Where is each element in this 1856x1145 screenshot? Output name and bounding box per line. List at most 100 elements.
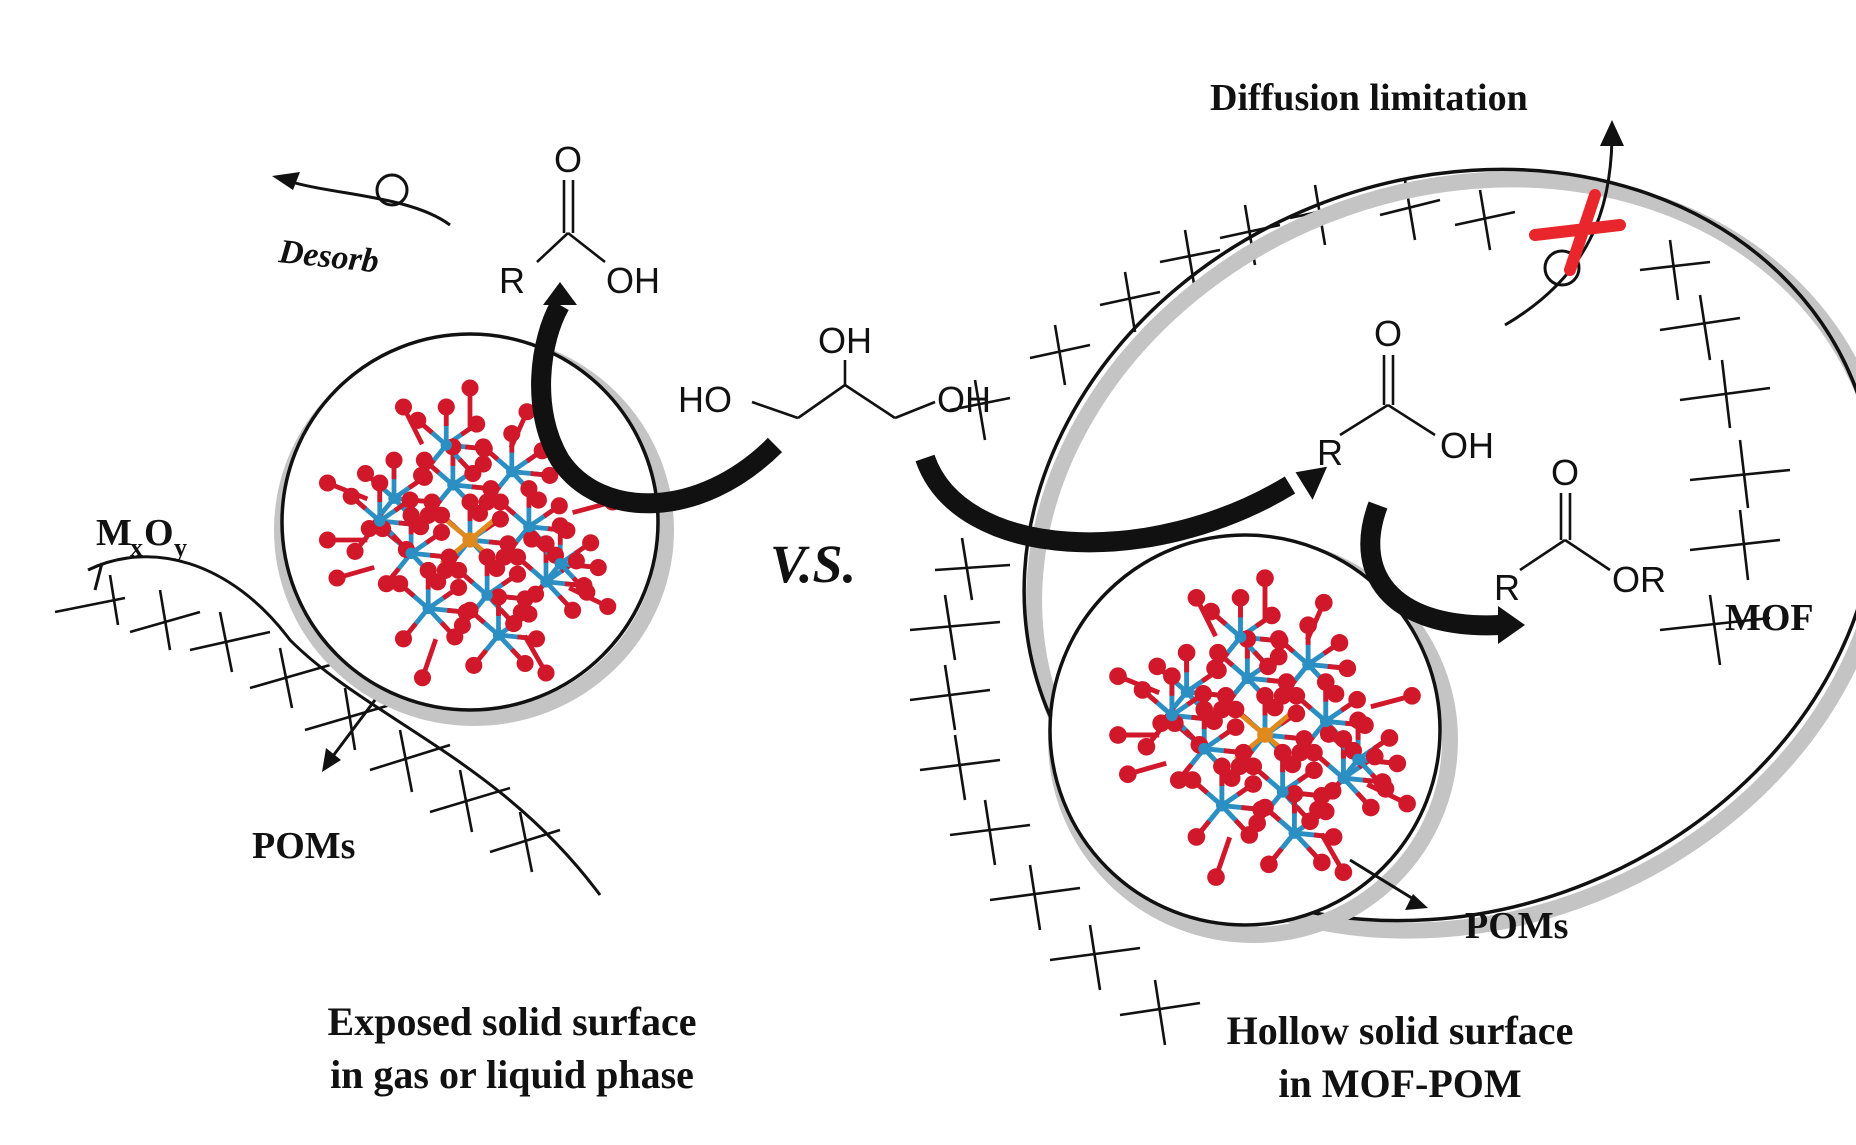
oxygen-atom	[1348, 690, 1366, 709]
mxoy-label: M x O y	[96, 512, 187, 562]
oxygen-atom	[1206, 659, 1224, 678]
ester-r: R	[1494, 567, 1520, 608]
oxygen-atom	[1388, 754, 1407, 773]
oxygen-atom	[1148, 657, 1167, 676]
oxygen-atom	[482, 480, 500, 498]
oxygen-atom	[437, 398, 455, 416]
oxygen-atom	[1299, 616, 1317, 635]
oxygen-atom	[475, 440, 493, 458]
oxygen-atom	[1334, 730, 1353, 748]
acid-to-ester-arrow	[1360, 501, 1501, 636]
oxygen-atom	[1109, 667, 1127, 686]
left-poms-arrowhead	[322, 748, 341, 772]
oxygen-atom	[450, 578, 468, 597]
metal-atom	[1319, 715, 1332, 728]
oxygen-atom	[346, 542, 364, 560]
oxygen-atom	[436, 561, 454, 579]
central-atom	[1257, 727, 1273, 743]
left-pom-cluster	[318, 379, 622, 687]
oxygen-atom	[1260, 855, 1278, 874]
oxygen-atom	[1326, 685, 1345, 703]
metal-atom	[1216, 799, 1228, 812]
oxygen-atom	[1259, 657, 1277, 676]
oxygen-atom	[1163, 667, 1181, 686]
oxygen-atom	[1291, 743, 1310, 762]
oxygen-atom	[1334, 863, 1353, 882]
central-atom	[462, 532, 478, 548]
metal-atom	[1352, 753, 1364, 766]
oxygen-atom	[1362, 798, 1380, 817]
oxygen-atom	[1316, 673, 1335, 691]
oxygen-atom	[1202, 602, 1220, 621]
glycerol-to-acid-arrowhead	[1295, 466, 1328, 500]
oxygen-atom	[1323, 782, 1342, 800]
oxygen-atom	[413, 669, 432, 687]
metal-atom	[440, 439, 452, 451]
oxygen-atom	[450, 561, 468, 579]
oxygen-atom	[1248, 814, 1266, 833]
oxygen-atom	[1230, 757, 1249, 776]
oxygen-atom	[1330, 634, 1349, 652]
metal-atom	[1288, 827, 1301, 839]
glycerol-oh-top: OH	[818, 320, 872, 361]
acid-top-oh: OH	[606, 260, 660, 301]
oxygen-atom	[356, 464, 375, 483]
oxygen-atom	[1313, 853, 1331, 872]
desorb-label: Desorb	[276, 233, 380, 280]
oxygen-atom	[1316, 802, 1335, 821]
oxygen-atom	[1194, 685, 1213, 703]
metal-atom	[540, 576, 552, 588]
oxygen-atom	[1244, 775, 1263, 793]
oxygen-atom	[541, 466, 559, 484]
oxygen-atom	[478, 493, 496, 511]
left-poms-arrow	[328, 699, 377, 761]
oxygen-atom	[461, 601, 479, 619]
oxygen-atom	[464, 464, 482, 483]
oxygen-atom	[1207, 868, 1225, 886]
oxygen-atom	[1244, 757, 1263, 776]
svg-text:O: O	[144, 512, 174, 554]
oxygen-atom	[1305, 761, 1323, 780]
oxygen-atom	[1256, 798, 1274, 817]
oxygen-atom	[1152, 714, 1170, 733]
mof-pore-ring	[1022, 167, 1856, 923]
oxygen-atom	[1273, 743, 1292, 762]
oxygen-atom	[461, 493, 479, 511]
metal-atom	[1337, 772, 1350, 784]
oxygen-atom	[1324, 828, 1343, 846]
blocked-cross-icon	[1529, 189, 1626, 276]
oxygen-atom	[1187, 828, 1206, 846]
metal-atom	[1234, 631, 1247, 643]
oxygen-atom	[453, 616, 471, 635]
caption-right-line2: in MOF-POM	[1278, 1061, 1521, 1106]
oxygen-atom	[1380, 729, 1399, 747]
oxygen-atom	[1285, 784, 1304, 803]
oxygen-atom	[415, 451, 433, 469]
oxygen-atom	[478, 548, 496, 566]
oxygen-atom	[328, 569, 346, 587]
oxygen-atom	[413, 466, 431, 484]
oxygen-atom	[495, 548, 513, 566]
oxygen-atom	[394, 398, 413, 416]
oxygen-atom	[564, 601, 582, 619]
right-poms-arrow	[1349, 858, 1416, 902]
oxygen-atom	[1226, 718, 1245, 736]
oxygen-atom	[318, 531, 337, 549]
glycerol-oh-right: OH	[937, 379, 991, 420]
oxygen-atom	[537, 535, 555, 553]
carboxylic-acid-top: O R OH	[499, 139, 660, 301]
ester-or: OR	[1612, 559, 1666, 600]
diffusion-arrow	[1504, 120, 1624, 327]
oxygen-atom	[391, 575, 409, 593]
oxygen-atom	[1338, 659, 1357, 678]
oxygen-atom	[527, 630, 546, 648]
desorb-arrow	[272, 172, 451, 227]
oxygen-atom	[1213, 757, 1231, 776]
oxygen-atom	[1216, 686, 1235, 705]
carboxylic-acid-right: O R OH	[1317, 313, 1494, 473]
metal-atom	[1276, 785, 1289, 798]
oxygen-atom	[599, 597, 617, 616]
oxygen-atom	[491, 493, 509, 511]
oxygen-atom	[409, 411, 427, 429]
glycerol-molecule: OH HO OH	[678, 320, 991, 420]
